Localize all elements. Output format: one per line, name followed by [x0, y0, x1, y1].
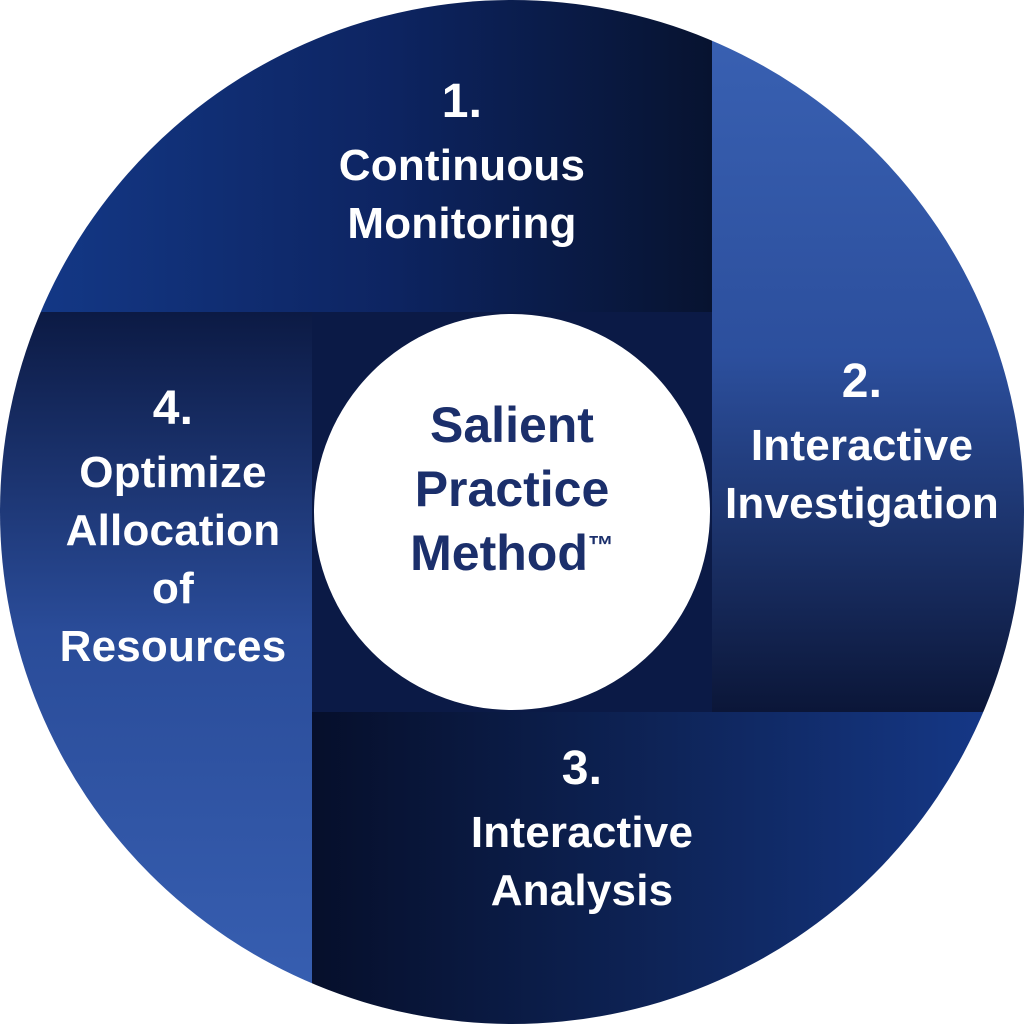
step-1-label: 1. Continuous Monitoring [262, 78, 662, 260]
step-4-line-1: Optimize [79, 448, 267, 497]
step-4-line-2: Allocation [65, 506, 281, 555]
step-4-line-3: of [152, 564, 194, 613]
center-title-line-2: Practice [414, 461, 610, 517]
step-2-line-2: Investigation [725, 479, 999, 528]
step-1-line-1: Continuous [338, 141, 586, 190]
step-1-line-2: Monitoring [347, 199, 577, 248]
step-3-line-1: Interactive [470, 808, 694, 857]
step-3-number: 3. [561, 742, 603, 795]
step-3-line-2: Analysis [490, 866, 674, 915]
step-4-label: 4. Optimize Allocation of Resources [28, 385, 318, 683]
step-1-number: 1. [441, 75, 483, 128]
step-4-line-4: Resources [59, 622, 287, 671]
step-4-number: 4. [152, 382, 194, 435]
step-2-number: 2. [841, 355, 883, 408]
center-title: Salient Practice Method™ [330, 400, 694, 592]
step-2-line-1: Interactive [750, 421, 974, 470]
center-title-line-1: Salient [430, 397, 594, 453]
step-3-label: 3. Interactive Analysis [382, 745, 782, 927]
center-hub [314, 314, 710, 710]
center-title-method: Method [410, 525, 588, 581]
step-2-label: 2. Interactive Investigation [712, 358, 1012, 540]
trademark-mark: ™ [587, 530, 614, 560]
center-title-line-3: Method™ [330, 528, 694, 578]
